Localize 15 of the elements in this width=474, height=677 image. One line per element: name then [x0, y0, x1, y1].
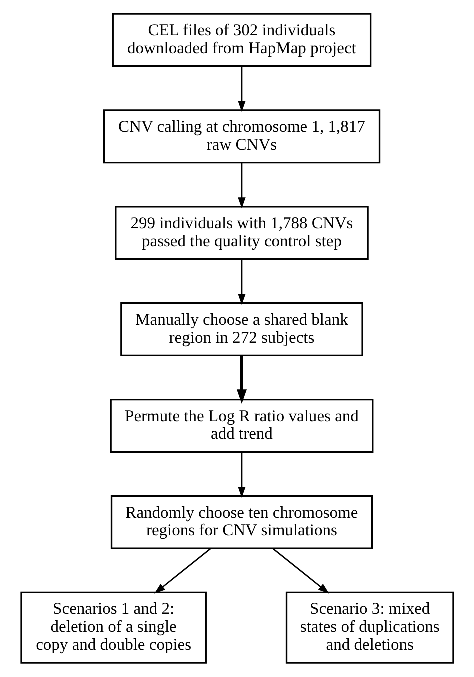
node-box: Scenario 3: mixed states of duplications and deletions	[285, 592, 454, 664]
node-box: Permute the Log R ratio values and add trend	[110, 398, 374, 453]
node-box: Manually choose a shared blank region in 272 subjects	[120, 302, 363, 357]
node-box: Scenarios 1 and 2: deletion of a single copy and double copies	[20, 592, 206, 664]
arrow	[236, 356, 246, 404]
arrow	[238, 260, 246, 306]
node-box: CEL files of 302 individuals downloaded from HapMap project	[112, 13, 372, 68]
arrow	[272, 548, 329, 594]
arrow	[238, 452, 246, 498]
node-box: Randomly choose ten chromosome regions for CNV simulations	[110, 495, 373, 550]
arrow	[238, 66, 246, 112]
arrow	[238, 163, 246, 209]
node-box: 299 individuals with 1,788 CNVs passed the quality control step	[114, 206, 368, 260]
node-box: CNV calling at chromosome 1, 1,817 raw CNVs	[102, 110, 380, 164]
arrow	[154, 548, 211, 594]
